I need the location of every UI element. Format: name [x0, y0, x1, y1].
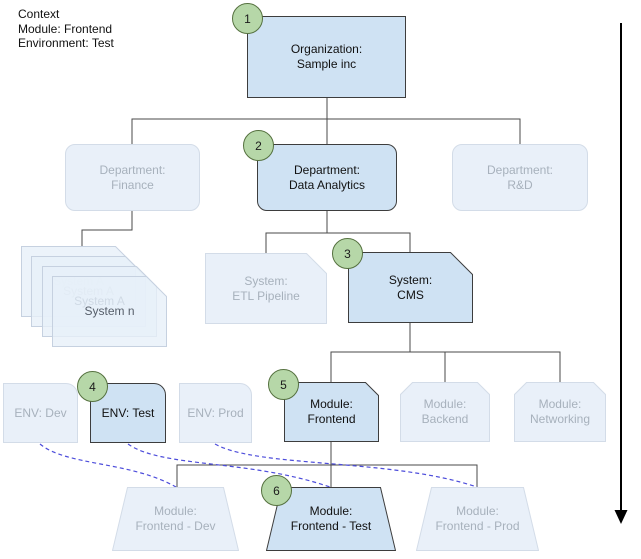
frontend-to-instances-connector	[176, 442, 478, 487]
card-shape	[52, 276, 167, 347]
chamfer-shape	[284, 382, 379, 442]
node-organization-label: Organization: Sample inc	[290, 42, 363, 71]
node-env-prod[interactable]: ENV: Prod	[179, 383, 252, 443]
context-module: Module: Frontend	[18, 21, 113, 36]
node-env-dev[interactable]: ENV: Dev	[3, 383, 78, 443]
chamfer-shape	[400, 382, 490, 442]
trapezoid-shape	[112, 487, 239, 551]
node-department-data-analytics-label: Department: Data Analytics	[288, 162, 366, 192]
step-badge-6: 6	[261, 475, 292, 506]
node-env-dev-label: ENV: Dev	[14, 405, 67, 420]
node-env-prod-label: ENV: Prod	[187, 405, 244, 420]
step-badge-1: 1	[232, 3, 263, 34]
node-module-backend[interactable]: Module: Backend	[400, 382, 490, 442]
node-department-rd-label: Department: R&D	[486, 162, 554, 192]
env-prod-link-dashed	[214, 443, 478, 488]
node-module-frontend-dev[interactable]: Module: Frontend - Dev	[112, 487, 239, 551]
step-badge-5: 5	[268, 369, 299, 400]
node-organization[interactable]: Organization: Sample inc	[247, 16, 406, 98]
node-system-cms[interactable]: System: CMS	[348, 252, 473, 323]
card-shape	[205, 253, 327, 324]
context-note: Context Module: Frontend Environment: Te…	[18, 7, 114, 51]
env-test-link-dashed	[127, 443, 331, 488]
step-badge-4: 4	[77, 371, 108, 402]
trapezoid-shape	[416, 487, 539, 551]
flow-direction-arrowhead-icon	[614, 510, 628, 524]
analytics-to-systems-connector	[265, 211, 411, 253]
node-department-rd[interactable]: Department: R&D	[452, 144, 588, 211]
step-badge-3: 3	[332, 238, 363, 269]
node-system-etl-pipeline[interactable]: System: ETL Pipeline	[205, 253, 327, 324]
node-department-finance-label: Department: Finance	[99, 162, 166, 192]
node-module-frontend[interactable]: Module: Frontend	[284, 382, 379, 442]
context-title: Context	[18, 7, 60, 21]
card-shape	[348, 252, 473, 323]
context-environment: Environment: Test	[18, 36, 114, 50]
node-department-data-analytics[interactable]: Department: Data Analytics	[257, 144, 397, 211]
env-dev-link-dashed	[39, 443, 177, 488]
finance-to-systems-connector	[81, 211, 133, 246]
trapezoid-shape	[266, 487, 396, 551]
node-system-stack-card-n[interactable]: System n	[52, 276, 167, 347]
org-to-departments-connector	[131, 98, 521, 145]
node-department-finance[interactable]: Department: Finance	[65, 144, 200, 211]
node-module-networking[interactable]: Module: Networking	[514, 382, 606, 442]
node-module-frontend-prod[interactable]: Module: Frontend - Prod	[416, 487, 539, 551]
chamfer-shape	[514, 382, 606, 442]
cms-to-modules-connector	[330, 323, 561, 382]
step-badge-2: 2	[243, 130, 274, 161]
